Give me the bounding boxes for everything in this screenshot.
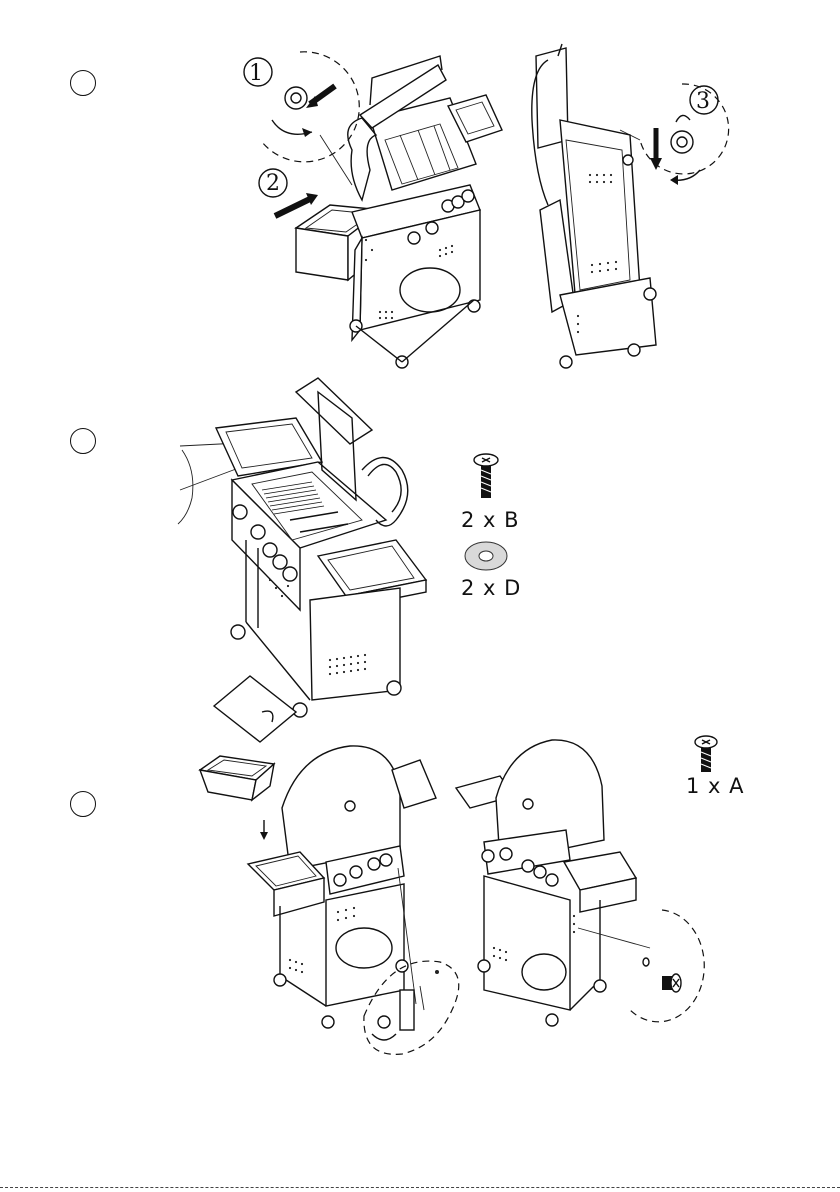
screw-insert-icon [662, 974, 681, 992]
callout-1: 1 [249, 61, 263, 86]
washer-d-icon [465, 542, 507, 570]
screw-a-icon [695, 736, 717, 772]
base-panel [214, 676, 296, 742]
step-2-grill [178, 378, 507, 742]
step-3-grill-right [456, 736, 717, 1026]
part-label-a: 1 x A [686, 774, 745, 798]
part-label-d: 2 x D [461, 576, 521, 600]
knob-icon [285, 87, 307, 109]
screw-b-icon [474, 454, 498, 498]
part-label-b: 2 x B [461, 508, 520, 532]
detail-arc-2 [178, 450, 193, 524]
step-3-grill-left [200, 746, 459, 1054]
detail-circle-screw [630, 910, 704, 1022]
lid-knob-icon [671, 131, 693, 153]
callout-3: 3 [696, 89, 710, 114]
page-bottom-edge [0, 1187, 840, 1188]
step-1-grill-left: 1 2 [244, 52, 502, 368]
callout-2: 2 [266, 171, 280, 196]
step-1-grill-right: 3 [532, 44, 729, 368]
